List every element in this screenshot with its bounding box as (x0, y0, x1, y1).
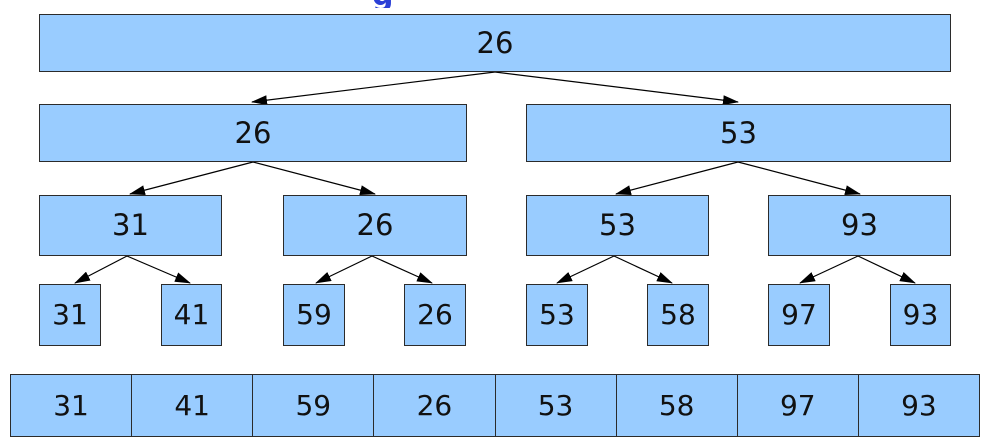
tree-node-value: 59 (296, 298, 332, 331)
tree-leaf-7: 97 (768, 284, 830, 346)
tree-node-value: 41 (173, 298, 210, 331)
tree-node-value: 26 (356, 208, 394, 242)
edge-l1a-l2b (252, 161, 376, 196)
cut-off-title: g (372, 0, 612, 8)
edge-l2c-leaf5 (556, 255, 615, 284)
edge-l1a-l2a (129, 161, 254, 196)
array-cell: 59 (253, 375, 375, 436)
edge-l2b-leaf3 (315, 255, 373, 284)
edge-l2a-leaf2 (126, 255, 191, 284)
tree-leaf-6: 58 (647, 284, 709, 346)
array-cell: 58 (617, 375, 738, 436)
edge-l2c-leaf6 (613, 255, 673, 284)
tree-node-level2-3: 53 (526, 195, 709, 256)
tree-leaf-4: 26 (404, 284, 466, 346)
edge-root-right (494, 71, 739, 106)
edge-l2a-leaf1 (74, 255, 128, 284)
tree-node-value: 58 (660, 298, 696, 331)
edge-l1b-l2d (737, 161, 861, 196)
array-cell: 26 (374, 375, 496, 436)
tree-node-value: 31 (52, 298, 88, 331)
tree-node-level1-left: 26 (39, 104, 467, 162)
tree-leaf-5: 53 (526, 284, 588, 346)
array-cell: 97 (738, 375, 859, 436)
tree-node-value: 93 (902, 298, 939, 331)
tree-node-level2-2: 26 (283, 195, 467, 256)
array-cell: 93 (901, 388, 937, 422)
tree-node-value: 26 (234, 115, 272, 150)
tree-node-value: 31 (112, 208, 149, 242)
tree-node-root: 26 (39, 14, 951, 72)
edge-l2d-leaf8 (857, 255, 916, 284)
tree-leaf-2: 41 (161, 284, 222, 346)
array-cell: 53 (496, 375, 617, 436)
tree-node-level2-4: 93 (768, 195, 951, 256)
array-cell: 41 (132, 375, 254, 436)
edge-l2d-leaf7 (799, 255, 859, 284)
array-cell: 31 (11, 375, 133, 436)
tree-node-value: 53 (720, 115, 757, 150)
tree-node-value: 26 (417, 298, 453, 331)
tree-leaf-3: 59 (283, 284, 345, 346)
tree-node-value: 93 (841, 208, 878, 242)
tree-node-level1-right: 53 (526, 104, 951, 162)
edge-root-left (251, 71, 496, 106)
tree-leaf-1: 31 (39, 284, 101, 346)
edge-l2b-leaf4 (371, 255, 433, 284)
tree-node-value: 53 (599, 208, 636, 242)
tree-node-value: 26 (476, 25, 514, 60)
source-array: 31 41 59 26 53 58 97 93 (10, 374, 980, 437)
tree-node-value: 53 (539, 298, 575, 331)
tree-node-value: 97 (781, 298, 817, 331)
tree-leaf-8: 93 (890, 284, 951, 346)
tree-node-level2-1: 31 (39, 195, 222, 256)
edge-l1b-l2c (615, 161, 739, 196)
